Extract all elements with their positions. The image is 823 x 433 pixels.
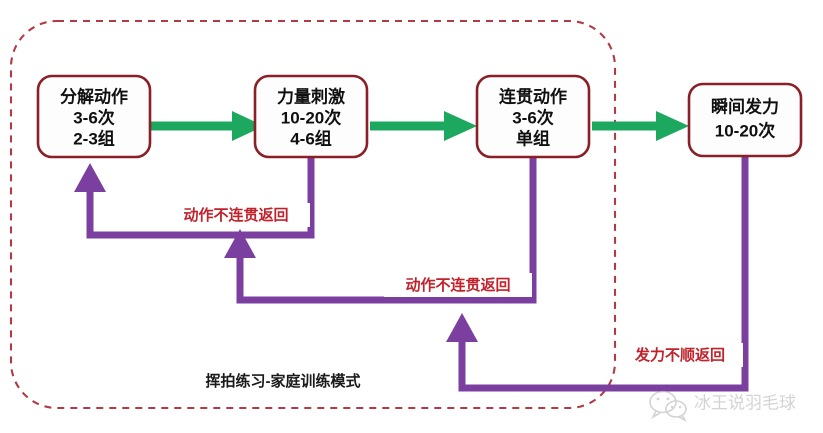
node-3-line-1: 连贯动作	[499, 86, 567, 106]
loop-2-label: 动作不连贯返回	[405, 276, 510, 294]
feedback-arrow-loop-2	[224, 157, 537, 304]
forward-arrow-1	[150, 111, 264, 141]
loop-3-label-backdrop	[617, 343, 743, 367]
loop-1-label-backdrop	[162, 203, 310, 227]
node-4-line-2: 10-20次	[715, 120, 775, 140]
node-1-line-1: 分解动作	[60, 86, 128, 106]
feedback-arrow-loop-3	[446, 157, 749, 392]
loop-3-label: 发力不顺返回	[634, 346, 725, 364]
node-2-line-3: 4-6组	[290, 128, 332, 148]
node-4-line-1: 瞬间发力	[711, 96, 779, 116]
node-strength-stimulus[interactable]: 力量刺激 10-20次 4-6组	[253, 74, 369, 159]
node-3-box[interactable]	[475, 74, 591, 159]
loop-2-label-group: 动作不连贯返回	[384, 273, 532, 297]
node-2-box[interactable]	[253, 74, 369, 159]
loop-3-label-group: 发力不顺返回	[617, 343, 743, 367]
feedback-arrow-loop-1	[74, 157, 315, 239]
home-training-boundary	[9, 19, 617, 410]
node-3-line-3: 单组	[516, 128, 550, 148]
node-3-line-2: 3-6次	[512, 107, 554, 127]
node-explosive-power[interactable]: 瞬间发力 10-20次	[687, 82, 803, 158]
forward-arrow-2	[370, 111, 477, 141]
node-4-box[interactable]	[687, 82, 803, 158]
node-1-line-2: 3-6次	[73, 107, 115, 127]
wechat-icon	[649, 390, 688, 422]
loop-1-label: 动作不连贯返回	[183, 206, 288, 224]
node-2-line-2: 10-20次	[281, 107, 341, 127]
loop-2-label-backdrop	[384, 273, 532, 297]
forward-arrow-3	[592, 111, 689, 141]
node-1-line-3: 2-3组	[73, 128, 115, 148]
node-1-box[interactable]	[36, 74, 152, 159]
diagram-caption: 挥拍练习-家庭训练模式	[206, 372, 361, 390]
watermark-label: 冰王说羽毛球	[694, 393, 796, 412]
node-2-line-1: 力量刺激	[277, 86, 345, 106]
watermark-group: 冰王说羽毛球	[649, 390, 796, 422]
node-continuous-movement[interactable]: 连贯动作 3-6次 单组	[475, 74, 591, 159]
node-decomposed-movement[interactable]: 分解动作 3-6次 2-3组	[36, 74, 152, 159]
loop-1-label-group: 动作不连贯返回	[162, 203, 310, 227]
